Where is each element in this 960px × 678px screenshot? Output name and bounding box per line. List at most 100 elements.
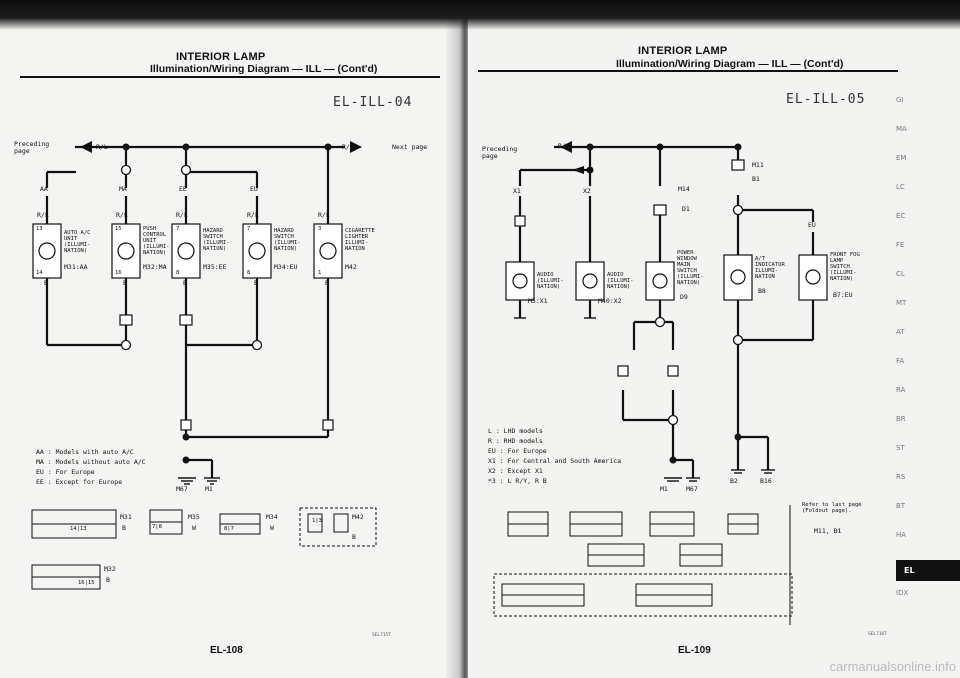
legend-item-ma: MA : Models without auto A/C	[36, 458, 146, 466]
right-figure-code: SEL716T	[868, 632, 887, 637]
pin-1: 1	[318, 270, 322, 276]
left-wire-top-right: R/L	[342, 143, 354, 151]
device-ref-m34: M34:EU	[274, 263, 298, 271]
scan-top-shadow	[0, 0, 960, 30]
right-title: INTERIOR LAMP	[638, 45, 728, 57]
left-preceding-label: Preceding page	[14, 140, 50, 155]
left-diagram-code: EL-ILL-04	[333, 95, 413, 110]
refer-note: Refer to last page (Foldout page).	[802, 502, 862, 514]
right-page-number: EL-109	[678, 645, 711, 656]
device-ref-b8: B8	[758, 287, 766, 295]
ground-ref-m1: M1	[205, 485, 213, 493]
side-index-bt: BT	[896, 502, 906, 510]
side-index-gi: GI	[896, 96, 904, 104]
side-index-ma: MA	[896, 125, 907, 133]
device-ref-m35: M35:EE	[203, 263, 227, 271]
side-index-fa: FA	[896, 357, 905, 365]
ground-label-5: B	[325, 279, 329, 287]
left-header-rule	[20, 76, 440, 78]
device-audio-x2-label: AUDIO (ILLUMI- NATION)	[607, 272, 634, 290]
connector-tag-d1: D1	[682, 205, 690, 213]
left-subtitle: Illumination/Wiring Diagram — ILL — (Con…	[150, 63, 378, 75]
right-header-rule	[478, 70, 898, 72]
connector-view-m35: M35	[188, 513, 200, 521]
device-ref-m42: M42	[345, 263, 357, 271]
pin-14: 14	[36, 270, 43, 276]
device-audio-x1-label: AUDIO (ILLUMI- NATION)	[537, 272, 564, 290]
legend-item-aa: AA : Models with auto A/C	[36, 448, 134, 456]
device-power-window-label: POWER WINDOW MAIN SWITCH (ILLUMI- NATION…	[677, 250, 704, 286]
legend-item-central-south-america: X1 : For Central and South America	[488, 457, 622, 465]
connector-view-m42: M42	[352, 513, 364, 521]
device-ref-m5: M5:X1	[528, 297, 548, 305]
wire-label-1: R/L	[37, 211, 49, 219]
connector-view-m42-color: B	[352, 533, 356, 541]
left-wire-top: R/L	[96, 143, 108, 151]
ground-ref-b2: B2	[730, 477, 738, 485]
pin-7b: 7	[247, 226, 251, 232]
connector-view-m34-pins: 8|7	[224, 526, 234, 532]
pin-8b: 8	[247, 270, 251, 276]
connector-tag-eu: EU	[250, 185, 258, 193]
connector-view-m34: M34	[266, 513, 278, 521]
connector-view-m31: M31	[120, 513, 132, 521]
side-index-el: EL	[896, 560, 960, 581]
side-index-st: ST	[896, 444, 905, 452]
connector-view-m34-color: W	[270, 524, 274, 532]
pin-16: 16	[115, 270, 122, 276]
connector-view-m35-color: W	[192, 524, 196, 532]
refer-refs: M11, B1	[814, 527, 842, 535]
side-index-fe: FE	[896, 241, 905, 249]
wire-label-3: R/L	[176, 211, 188, 219]
connector-tag-x1: X1	[513, 187, 521, 195]
legend-item-europe: EU : For Europe	[488, 447, 547, 455]
side-index-rs: RS	[896, 473, 906, 481]
device-push-control-label: PUSH CONTROL UNIT (ILLUMI- NATION)	[143, 226, 170, 256]
device-fog-switch-label: FRONT FOG LAMP SWITCH (ILLUMI- NATION)	[830, 252, 860, 282]
right-wiring-diagram	[493, 141, 828, 625]
pin-3: 3	[318, 226, 322, 232]
device-ref-b7: B7:EU	[833, 291, 853, 299]
left-page: INTERIOR LAMP Illumination/Wiring Diagra…	[0, 0, 462, 678]
ground-ref-b16: B16	[760, 477, 772, 485]
right-diagram-code: EL-ILL-05	[786, 92, 866, 107]
right-page: INTERIOR LAMP Illumination/Wiring Diagra…	[468, 0, 960, 678]
connector-view-m32-pins: 16|15	[78, 580, 95, 586]
pin-15: 15	[115, 226, 122, 232]
left-page-number: EL-108	[210, 645, 243, 656]
connector-tag-x2: X2	[583, 187, 591, 195]
side-index-at: AT	[896, 328, 905, 336]
ground-label-2: B	[123, 279, 127, 287]
connector-tag-ee: EE	[179, 185, 187, 193]
device-ref-m32: M32:MA	[143, 263, 167, 271]
legend-item-star3: *3 : L R/Y, R B	[488, 477, 547, 485]
device-cigarette-label: CIGARETTE LIGHTER ILLUMI- NATION	[345, 228, 375, 252]
ground-ref-m1-right: M1	[660, 485, 668, 493]
left-title: INTERIOR LAMP	[176, 51, 266, 63]
legend-item-rhd: R : RHD models	[488, 437, 543, 445]
connector-tag-m14: M14	[678, 185, 690, 193]
connector-view-m35-pins: 7|8	[152, 524, 162, 530]
pin-13: 13	[36, 226, 43, 232]
connector-view-m42-pins: 1|3	[312, 518, 322, 524]
device-ref-m31: M31:AA	[64, 263, 88, 271]
connector-tag-m11: M11	[752, 161, 764, 169]
legend-item-ee: EE : Except for Europe	[36, 478, 123, 486]
device-ref-d9: D9	[680, 293, 688, 301]
connector-view-m31-color: B	[122, 524, 126, 532]
side-index-idx: IDX	[896, 589, 909, 597]
left-figure-code: SEL715T	[372, 633, 391, 638]
device-auto-ac-label: AUTO A/C UNIT (ILLUMI- NATION)	[64, 230, 91, 254]
ground-label-3: B	[183, 279, 187, 287]
device-ref-m40: M40:X2	[598, 297, 622, 305]
connector-tag-aa: AA	[40, 185, 48, 193]
legend-item-lhd: L : LHD models	[488, 427, 543, 435]
right-preceding-label: Preceding page	[482, 145, 518, 160]
side-index-lc: LC	[896, 183, 905, 191]
side-index-br: BR	[896, 415, 906, 423]
ground-label-4: B	[254, 279, 258, 287]
connector-view-m32: M32	[104, 565, 116, 573]
left-next-page: Next page	[392, 143, 428, 151]
side-index-ra: RA	[896, 386, 906, 394]
side-index-mt: MT	[896, 299, 907, 307]
